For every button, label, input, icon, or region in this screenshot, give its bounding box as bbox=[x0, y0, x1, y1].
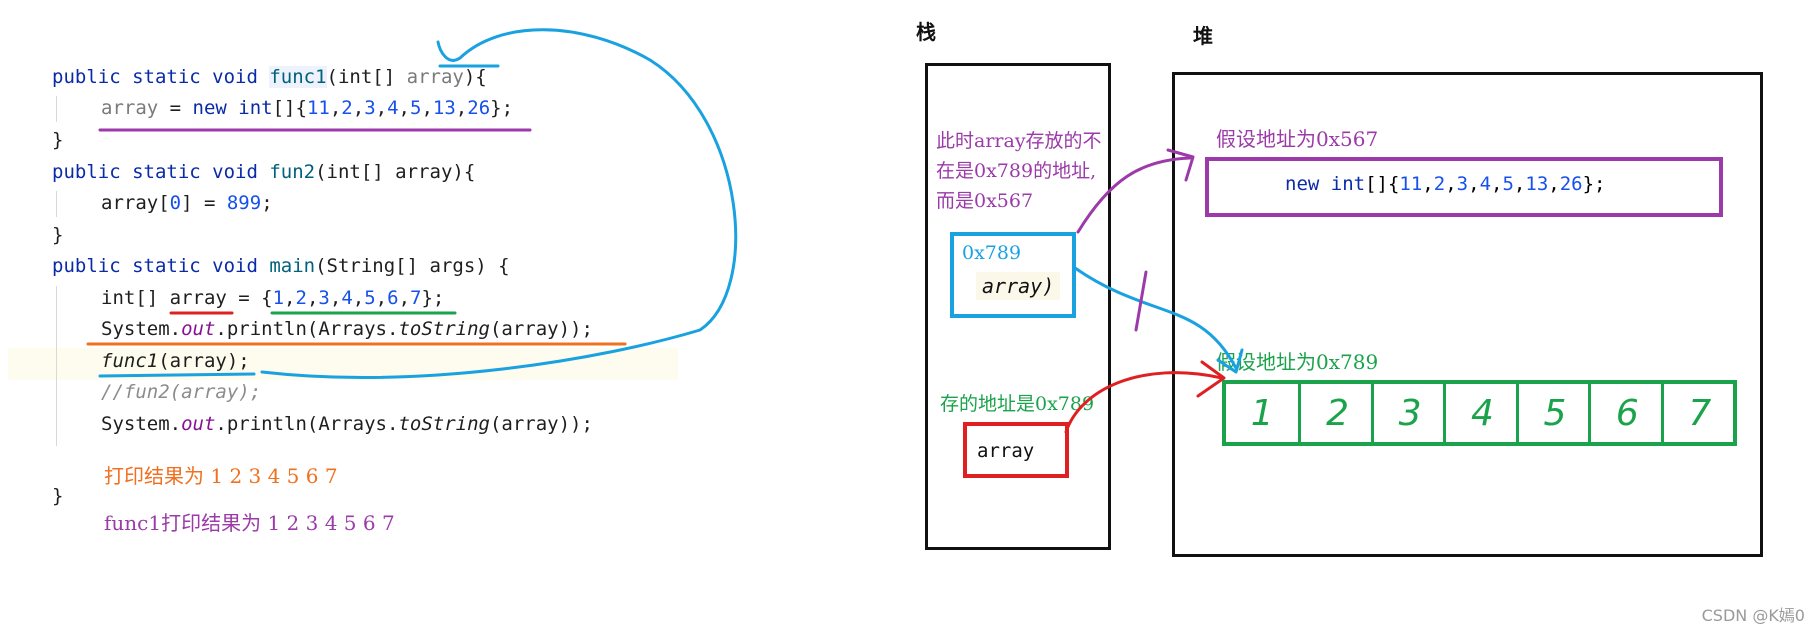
main-array-var: array bbox=[977, 440, 1035, 462]
array-param-box: 0x789 array) bbox=[950, 232, 1076, 318]
indent-guide bbox=[56, 286, 57, 446]
red-arrow bbox=[1064, 371, 1224, 434]
code-line: System.out.println(Arrays.toString(array… bbox=[101, 318, 593, 340]
stack-label: 栈 bbox=[916, 20, 936, 44]
array-cell: 2 bbox=[1298, 384, 1373, 442]
code-line: public static void fun2(int[] array){ bbox=[52, 161, 476, 183]
code-line: System.out.println(Arrays.toString(array… bbox=[101, 413, 593, 435]
indent-guide bbox=[56, 96, 57, 122]
heap-address-0x567: 假设地址为0x567 bbox=[1216, 127, 1379, 151]
code-line: public static void main(String[] args) { bbox=[52, 255, 510, 277]
blue-arrow bbox=[1073, 266, 1238, 370]
blue-arrowhead bbox=[1216, 348, 1244, 374]
stored-address-note: 存的地址是0x789 bbox=[940, 393, 1095, 415]
reference-note: 此时array存放的不在是0x789的地址,而是0x567 bbox=[936, 130, 1102, 212]
blue-call-loop bbox=[260, 28, 738, 379]
code-line: } bbox=[52, 129, 64, 151]
code-line: array[0] = 899; bbox=[101, 192, 273, 214]
indent-guide bbox=[56, 191, 57, 217]
array-cell: 6 bbox=[1588, 384, 1663, 442]
purple-arrow bbox=[1076, 156, 1192, 234]
code-line: } bbox=[52, 224, 64, 246]
code-line: public static void func1(int[] array){ bbox=[52, 66, 487, 88]
array-cell: 1 bbox=[1250, 392, 1274, 434]
code-line: array = new int[]{11,2,3,4,5,13,26}; bbox=[101, 97, 514, 119]
param-var: array) bbox=[976, 272, 1061, 300]
underline-func1-call bbox=[98, 372, 256, 378]
array-cell: 4 bbox=[1443, 384, 1518, 442]
array-cell: 7 bbox=[1660, 384, 1736, 442]
heap-object-0x567: new int[]{11,2,3,4,5,13,26}; bbox=[1205, 157, 1723, 217]
red-arrowhead bbox=[1196, 360, 1226, 398]
main-array-box: array bbox=[963, 422, 1069, 478]
heap-label: 堆 bbox=[1193, 24, 1213, 48]
array-cell: 5 bbox=[1515, 384, 1591, 442]
watermark: CSDN @K嫣0 bbox=[1701, 606, 1805, 625]
code-line: } bbox=[52, 485, 64, 507]
result-note-purple: func1打印结果为 1 2 3 4 5 6 7 bbox=[104, 511, 395, 535]
result-note-orange: 打印结果为 1 2 3 4 5 6 7 bbox=[104, 464, 338, 488]
heap-address-0x789: 假设地址为0x789 bbox=[1216, 350, 1379, 374]
purple-arrowhead bbox=[1166, 148, 1195, 182]
code-line: int[] array = {1,2,3,4,5,6,7}; bbox=[101, 287, 445, 309]
purple-strike bbox=[1134, 270, 1148, 332]
param-address: 0x789 bbox=[962, 242, 1022, 264]
array-cell: 3 bbox=[1370, 384, 1446, 442]
stack-frame bbox=[925, 63, 1111, 550]
code-line: func1(array); bbox=[101, 350, 250, 372]
heap-object-code: new int[]{11,2,3,4,5,13,26}; bbox=[1285, 173, 1606, 195]
code-line: //fun2(array); bbox=[101, 381, 262, 403]
